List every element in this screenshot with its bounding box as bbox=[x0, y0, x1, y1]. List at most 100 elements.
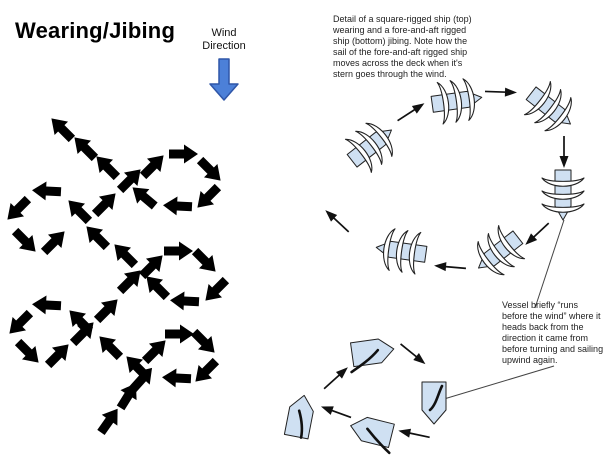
arrow-shaft bbox=[330, 409, 352, 419]
course-arrow bbox=[14, 338, 39, 363]
boom-sail bbox=[297, 409, 304, 439]
wearing-cycle-arrow bbox=[559, 136, 569, 168]
description-line: stern goes through the wind. bbox=[333, 69, 447, 79]
square-sail bbox=[383, 228, 396, 271]
course-arrow-shape bbox=[170, 291, 200, 311]
course-arrow-shape bbox=[69, 310, 94, 335]
square-rigged-ship-icon bbox=[375, 228, 428, 275]
square-sail bbox=[487, 233, 515, 268]
course-arrow-shape bbox=[14, 338, 39, 363]
wind-direction-arrow-icon bbox=[209, 58, 239, 101]
square-rigged-ship-icon bbox=[430, 78, 483, 125]
course-arrow-shape bbox=[44, 344, 69, 369]
course-arrow bbox=[11, 227, 36, 252]
fore-aft-ship-icon bbox=[421, 381, 447, 425]
square-sail bbox=[534, 89, 562, 124]
course-arrow-shape bbox=[116, 270, 141, 295]
square-sail bbox=[541, 190, 585, 200]
course-arrow bbox=[7, 195, 32, 220]
arrow-head bbox=[525, 233, 538, 245]
jibing-cycle-arrow bbox=[400, 343, 426, 365]
course-arrow-shape bbox=[146, 276, 171, 301]
wearing-cycle-arrow bbox=[397, 103, 425, 122]
annotation-line: heads back from the bbox=[502, 322, 584, 332]
fore-aft-ship-icon bbox=[283, 394, 314, 440]
ship-hull bbox=[346, 129, 392, 168]
course-arrow bbox=[169, 144, 198, 164]
arrow-shaft bbox=[332, 216, 350, 233]
description-line: sail of the fore-and-aft rigged ship bbox=[333, 47, 468, 57]
course-arrow-shape bbox=[165, 324, 194, 344]
fore-aft-ship-icon bbox=[350, 338, 395, 374]
course-arrow bbox=[170, 291, 200, 311]
course-arrow-shape bbox=[197, 183, 222, 208]
course-arrow-shape bbox=[132, 187, 158, 210]
course-arrow-shape bbox=[141, 340, 166, 365]
course-arrow-shape bbox=[139, 155, 164, 180]
boom-sail bbox=[366, 427, 391, 455]
arrow-head bbox=[413, 353, 426, 365]
square-sail bbox=[344, 138, 373, 173]
square-sail bbox=[497, 225, 526, 260]
course-arrow bbox=[114, 244, 139, 269]
course-arrow bbox=[139, 155, 164, 180]
course-arrow bbox=[74, 137, 99, 162]
square-sail bbox=[523, 81, 552, 116]
arrow-shaft bbox=[400, 343, 419, 359]
boom-sail bbox=[350, 348, 380, 374]
course-arrow bbox=[138, 255, 163, 280]
arrow-shaft bbox=[323, 373, 342, 390]
course-arrow-shape bbox=[11, 227, 36, 252]
ship-hull bbox=[350, 338, 395, 368]
course-arrow-shape bbox=[93, 299, 118, 324]
arrow-head bbox=[325, 210, 338, 222]
course-arrow-shape bbox=[74, 137, 99, 162]
fore-aft-ship-icon bbox=[350, 416, 395, 455]
course-arrow-shape bbox=[51, 118, 76, 143]
arrow-shaft bbox=[443, 265, 467, 270]
arrow-shaft bbox=[407, 431, 430, 439]
course-arrow-shape bbox=[164, 241, 193, 261]
course-arrow-shape bbox=[32, 181, 62, 201]
course-arrow bbox=[96, 156, 121, 181]
course-arrow bbox=[141, 340, 166, 365]
annotation-line: direction it came from bbox=[502, 333, 589, 343]
square-sail bbox=[541, 203, 585, 213]
course-arrow bbox=[93, 299, 118, 324]
course-arrow bbox=[99, 336, 124, 361]
wearing-cycle-arrow bbox=[484, 87, 517, 97]
course-arrow-shape bbox=[91, 193, 116, 218]
description-line: moves across the deck when it's bbox=[333, 58, 463, 68]
course-arrow bbox=[190, 328, 215, 353]
square-sail bbox=[449, 80, 463, 123]
course-arrow bbox=[97, 408, 118, 436]
course-arrow-shape bbox=[114, 244, 139, 269]
course-arrow bbox=[116, 270, 141, 295]
wearing-cycle-arrow bbox=[325, 210, 350, 233]
course-arrow bbox=[196, 156, 221, 181]
square-sail bbox=[477, 241, 505, 276]
wearing-cycle-arrow bbox=[434, 262, 467, 272]
annotation-line: before turning and sailing bbox=[502, 344, 604, 354]
page-title: Wearing/Jibing bbox=[15, 18, 176, 43]
arrow-head bbox=[320, 406, 334, 415]
square-rigged-ship-icon bbox=[344, 122, 393, 173]
wind-label-line1: Wind bbox=[211, 27, 237, 39]
course-arrow bbox=[44, 344, 69, 369]
square-sail bbox=[395, 230, 409, 273]
annotation-line: before the wind” where it bbox=[502, 311, 601, 321]
arrow-shaft bbox=[397, 108, 417, 122]
jibing-cycle-arrow bbox=[398, 428, 430, 439]
course-arrow-shape bbox=[86, 226, 111, 251]
arrow-shaft bbox=[484, 90, 508, 94]
description-line: ship (bottom) jibing. Note how the bbox=[333, 36, 468, 46]
arrow-head bbox=[434, 262, 447, 272]
course-arrow-shape bbox=[116, 383, 137, 411]
course-arrow-shape bbox=[163, 196, 193, 216]
square-sail bbox=[541, 177, 585, 187]
course-arrow bbox=[116, 169, 141, 194]
square-sail bbox=[462, 78, 475, 121]
course-arrow-shape bbox=[205, 276, 230, 301]
